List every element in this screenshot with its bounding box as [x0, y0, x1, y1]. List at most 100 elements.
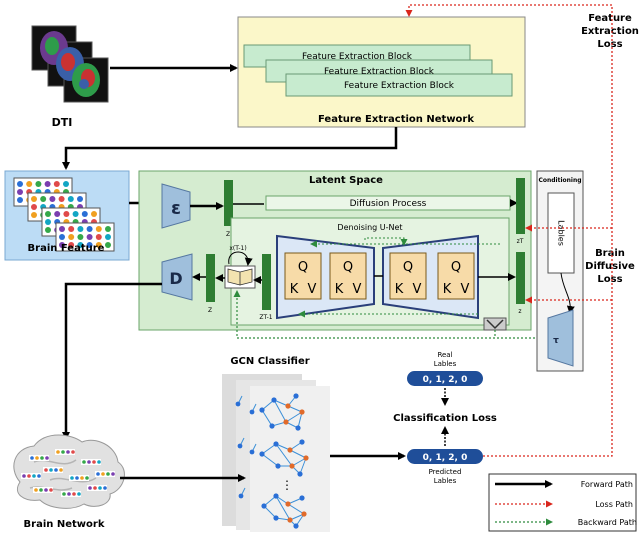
- feature-dot: [105, 234, 111, 240]
- gcn-graphs: [235, 393, 309, 529]
- predicted-lables-pill: [407, 449, 483, 464]
- attention-block-3: [389, 252, 427, 300]
- brain-node-strip: [55, 449, 75, 455]
- z-latent-bar: [224, 180, 233, 226]
- feature-dot: [53, 181, 60, 187]
- attention-block-4: [437, 252, 475, 300]
- brain-node: [45, 456, 49, 460]
- gcn-node: [275, 463, 281, 469]
- k-label-2: K: [335, 282, 344, 297]
- feature-dot: [95, 242, 102, 248]
- feature-matrix: [55, 222, 115, 252]
- feature-dot: [105, 226, 111, 232]
- feature-dot: [58, 196, 65, 202]
- z-label: Z: [226, 231, 230, 238]
- feature-dot: [72, 211, 79, 217]
- brain-node: [85, 476, 89, 480]
- loop-arrow: [228, 251, 253, 266]
- z-out-latent-bar: [516, 252, 525, 304]
- brain-network-nodes: [21, 449, 115, 497]
- feature-dot: [68, 226, 75, 232]
- v-label-3: V: [413, 282, 422, 297]
- brain-node: [49, 468, 53, 472]
- gcn-node: [293, 523, 299, 529]
- tau-encoder-block: [547, 309, 574, 367]
- brain-node-strip: [29, 455, 49, 461]
- real-lables-values: 0, 1, 2, 0: [423, 375, 468, 385]
- gcn-node: [293, 393, 299, 399]
- gcn-node: [271, 397, 277, 403]
- brain-node: [49, 488, 53, 492]
- feature-dot: [77, 242, 84, 248]
- feature-block-label-3: Feature Extraction Block: [344, 81, 455, 91]
- gcn-node: [285, 403, 291, 409]
- feature-dot: [95, 226, 102, 232]
- feature-dot: [31, 212, 37, 218]
- feature-dot: [77, 196, 83, 202]
- brain-node: [22, 474, 26, 478]
- brain-node: [93, 486, 97, 490]
- denoising-unet-label: Denoising U-Net: [337, 223, 402, 232]
- gcn-node: [249, 409, 255, 415]
- feature-network-title: Feature Extraction Network: [318, 114, 474, 125]
- brain-node: [70, 476, 74, 480]
- loss-path-feature-extraction: [405, 4, 613, 457]
- gcn-edge: [261, 443, 277, 455]
- v-label-1: V: [308, 282, 317, 297]
- dti-image-stack: [31, 25, 109, 103]
- feature-dot: [86, 234, 93, 240]
- gcn-node: [273, 493, 279, 499]
- feature-dot: [45, 211, 51, 217]
- lables-box-label: Lables: [557, 220, 566, 246]
- gcn-edge: [287, 503, 305, 515]
- encoder-block: [161, 183, 191, 229]
- brain-node-strip: [81, 459, 101, 465]
- arrow-network-to-brain-feature: [62, 127, 398, 170]
- feature-dot: [17, 189, 23, 195]
- predicted-lables-line-2: Lables: [434, 477, 457, 485]
- feature-dot: [54, 211, 61, 217]
- brain-diffusive-line-3: Loss: [597, 274, 622, 285]
- gcn-classifier-title: GCN Classifier: [230, 356, 309, 367]
- brain-node: [39, 488, 43, 492]
- gcn-node: [273, 441, 279, 447]
- brain-node: [27, 474, 31, 478]
- gcn-node: [273, 515, 279, 521]
- gcn-node: [235, 401, 241, 407]
- k-label-1: K: [290, 282, 299, 297]
- feature-dot: [86, 242, 93, 248]
- brain-node: [101, 472, 105, 476]
- v-label-4: V: [461, 282, 470, 297]
- feature-dot: [44, 181, 51, 187]
- brain-node: [88, 486, 92, 490]
- gcn-edge: [299, 457, 307, 475]
- dti-label: DTI: [52, 116, 73, 129]
- gcn-node: [299, 409, 305, 415]
- brain-node: [56, 450, 60, 454]
- conditioning-label: Conditioning: [538, 177, 581, 184]
- gcn-ellipsis: ⋮: [281, 478, 293, 492]
- gcn-edge: [297, 411, 303, 429]
- predicted-lables-values: 0, 1, 2, 0: [423, 453, 468, 463]
- feature-dot: [17, 181, 23, 187]
- brain-node: [103, 486, 107, 490]
- feature-loss-line-1: Feature: [588, 13, 632, 24]
- brain-node-strip: [87, 485, 107, 491]
- feature-dot: [17, 197, 23, 203]
- zt-label: zT: [517, 238, 524, 245]
- brain-node-strip: [69, 475, 89, 481]
- brain-node: [37, 474, 41, 478]
- q-label-3: Q: [403, 260, 413, 275]
- feature-dot: [35, 181, 42, 187]
- k-label-4: K: [443, 282, 452, 297]
- brain-node: [35, 456, 39, 460]
- brain-node-strip: [95, 471, 115, 477]
- brain-node: [75, 476, 79, 480]
- gcn-node: [295, 425, 301, 431]
- q-label-2: Q: [343, 260, 353, 275]
- brain-node: [62, 492, 66, 496]
- feature-dot: [49, 196, 56, 202]
- gcn-edge: [291, 457, 307, 467]
- diffusion-process-label: Diffusion Process: [350, 199, 427, 209]
